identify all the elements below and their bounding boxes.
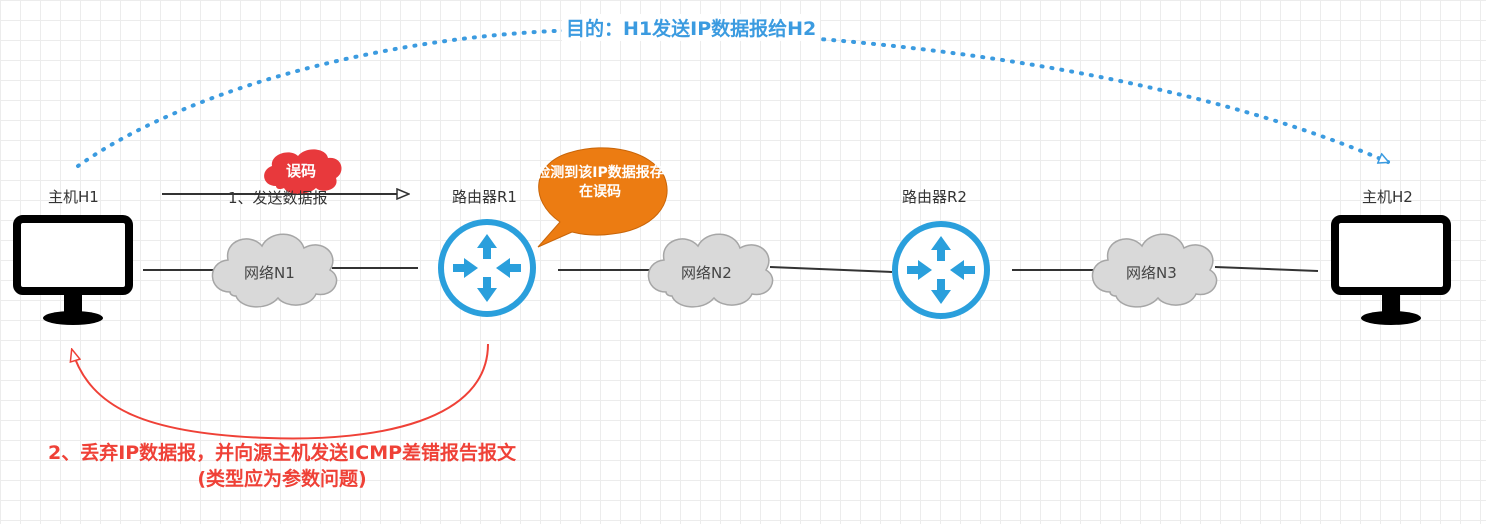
host-h1-icon — [17, 219, 129, 325]
host-h2-icon — [1335, 219, 1447, 325]
icmp-return-arrow — [72, 343, 489, 440]
link-n3-h2 — [1214, 266, 1319, 272]
icmp-report-label: 2、丢弃IP数据报，并向源主机发送ICMP差错报告报文 (类型应为参数问题) — [22, 440, 542, 492]
icmp-report-line1: 2、丢弃IP数据报，并向源主机发送ICMP差错报告报文 — [47, 442, 517, 464]
link-n2-r2 — [769, 266, 893, 273]
send-datagram-label: 1、发送数据报 — [228, 189, 328, 207]
host-h1-label: 主机H1 — [48, 188, 99, 206]
router-r2-icon — [895, 224, 987, 316]
detect-bubble-label: 检测到该IP数据报存在误码 — [536, 165, 664, 200]
network-links — [143, 266, 1319, 273]
router-r1-label: 路由器R1 — [452, 188, 517, 206]
host-h2-label: 主机H2 — [1362, 188, 1413, 206]
network-n3-label: 网络N3 — [1126, 264, 1177, 282]
detect-bubble-shape — [537, 147, 668, 248]
error-badge-label: 误码 — [285, 162, 316, 180]
router-r1-icon — [441, 222, 533, 314]
goal-label: 目的：H1发送IP数据报给H2 — [562, 14, 821, 41]
goal-arc-arrow — [76, 27, 1388, 168]
error-badge-shape — [264, 149, 342, 194]
icmp-report-line2: (类型应为参数问题) — [197, 468, 367, 490]
network-n2-label: 网络N2 — [681, 264, 732, 282]
network-n1-label: 网络N1 — [244, 264, 295, 282]
router-r2-label: 路由器R2 — [902, 188, 967, 206]
